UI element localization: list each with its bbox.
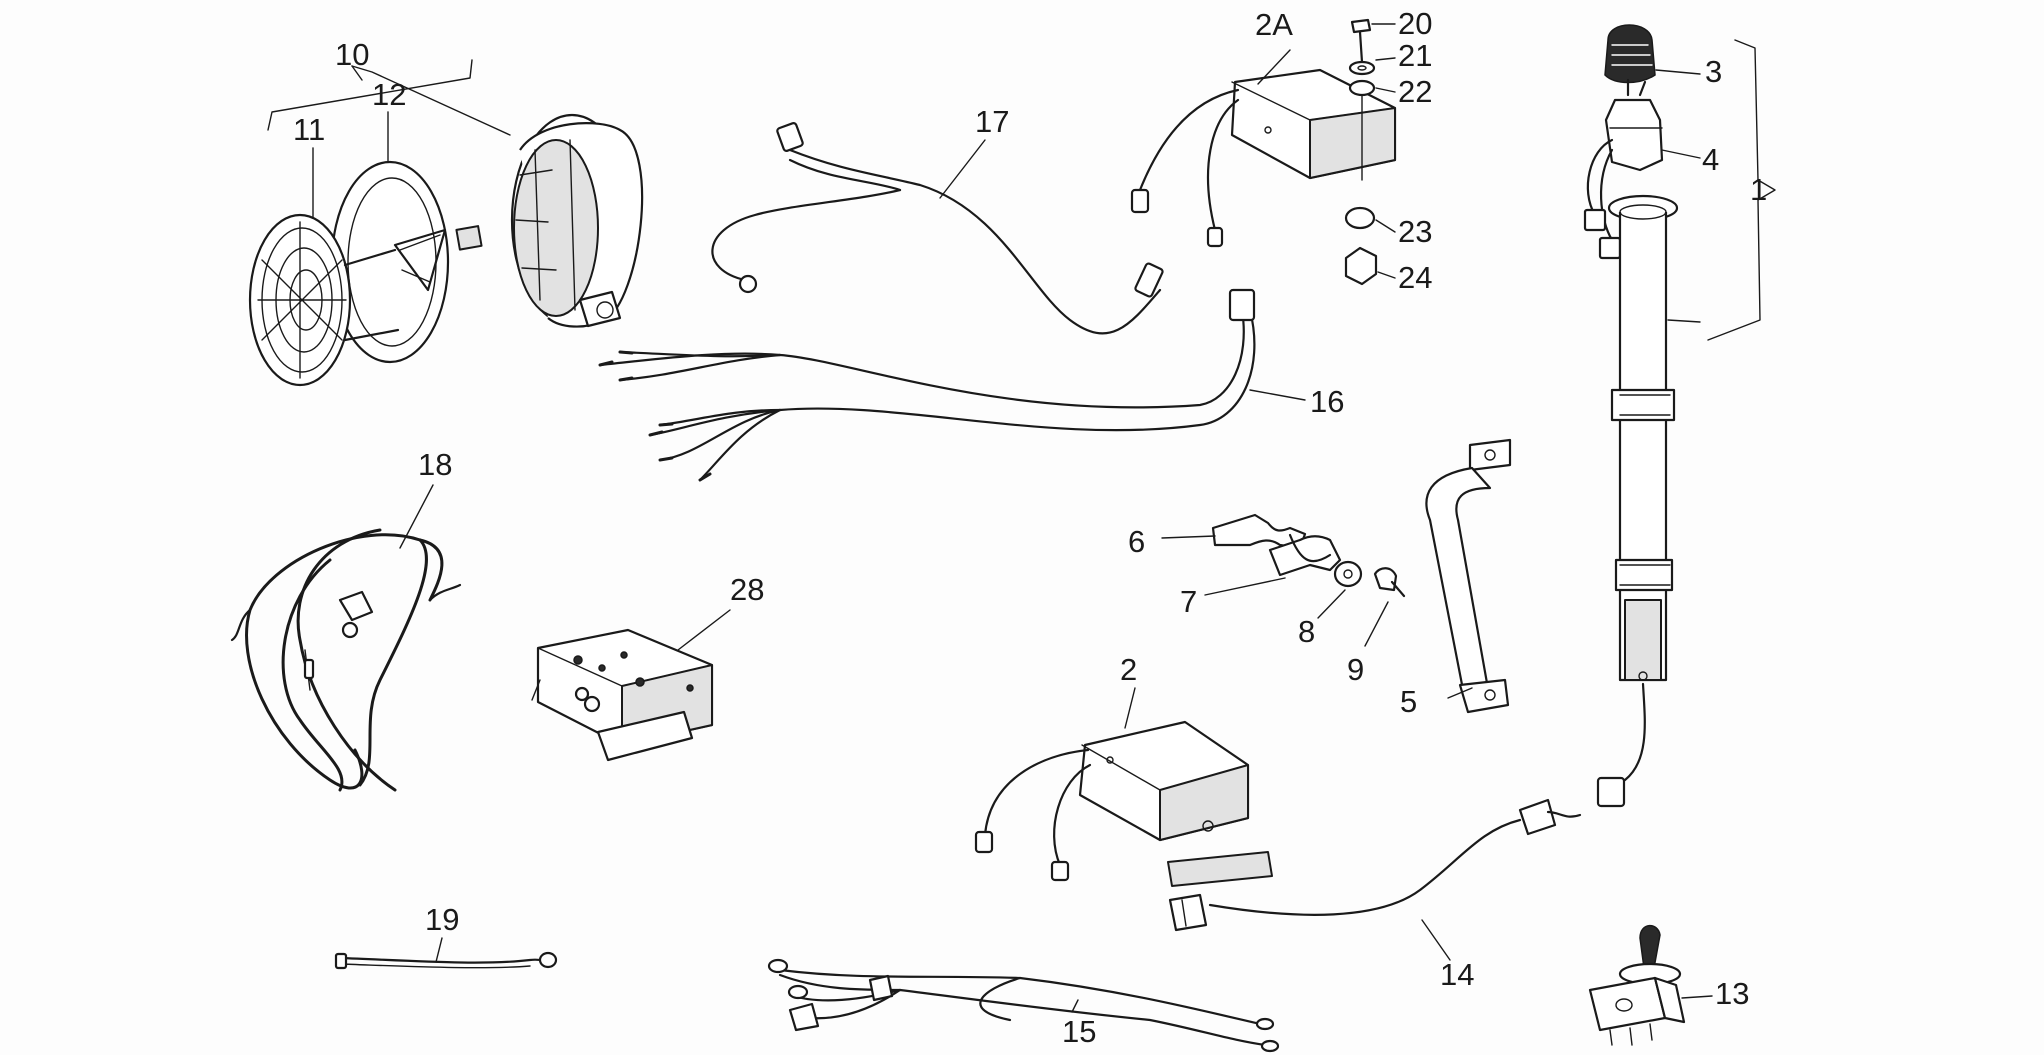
headlight-rim xyxy=(330,160,450,364)
label-9: 9 xyxy=(1347,652,1364,687)
wire-harness-16 xyxy=(598,288,1306,482)
cable-14 xyxy=(1168,798,1582,961)
clamp-hardware xyxy=(1161,513,1406,647)
label-12: 12 xyxy=(372,77,406,112)
label-23: 23 xyxy=(1398,214,1432,249)
label-28: 28 xyxy=(730,572,764,607)
headlight-lens xyxy=(248,213,400,387)
headlight-assembly xyxy=(248,59,644,387)
ignition-tube xyxy=(1596,194,1701,808)
mounting-hardware xyxy=(1344,18,1396,286)
wiring-harness-18 xyxy=(230,484,462,792)
cdi-unit-2 xyxy=(974,687,1273,887)
wire-17 xyxy=(711,122,1164,335)
voltage-regulator-28 xyxy=(531,609,731,762)
label-11: 11 xyxy=(293,112,325,147)
label-8: 8 xyxy=(1298,614,1315,649)
label-10: 10 xyxy=(335,37,369,72)
label-2: 2 xyxy=(1120,652,1137,687)
part-number-labels: 1 2 2A 3 4 5 6 7 8 9 10 11 12 13 14 15 1… xyxy=(293,6,1767,1049)
ignition-assembly xyxy=(1583,24,1776,808)
label-6: 6 xyxy=(1128,524,1145,559)
toggle-switch-13 xyxy=(1588,924,1713,1046)
switch-knob xyxy=(1604,24,1701,84)
label-20: 20 xyxy=(1398,6,1432,41)
label-3: 3 xyxy=(1705,54,1722,89)
mounting-bracket-5 xyxy=(1425,438,1512,714)
label-17: 17 xyxy=(975,104,1009,139)
wire-15 xyxy=(767,958,1280,1053)
label-2a: 2A xyxy=(1255,7,1293,42)
label-21: 21 xyxy=(1398,38,1432,73)
switch-body xyxy=(1583,78,1701,260)
label-22: 22 xyxy=(1398,74,1432,109)
label-24: 24 xyxy=(1398,260,1432,295)
label-14: 14 xyxy=(1440,957,1474,992)
label-1: 1 xyxy=(1750,172,1767,207)
label-4: 4 xyxy=(1702,142,1719,177)
label-5: 5 xyxy=(1400,684,1417,719)
label-13: 13 xyxy=(1715,976,1749,1011)
label-19: 19 xyxy=(425,902,459,937)
headlight-shell xyxy=(455,113,644,328)
label-16: 16 xyxy=(1310,384,1344,419)
label-18: 18 xyxy=(418,447,452,482)
label-15: 15 xyxy=(1062,1014,1096,1049)
cdi-unit-2a xyxy=(1130,18,1397,286)
label-7: 7 xyxy=(1180,584,1197,619)
wire-19 xyxy=(334,937,558,970)
